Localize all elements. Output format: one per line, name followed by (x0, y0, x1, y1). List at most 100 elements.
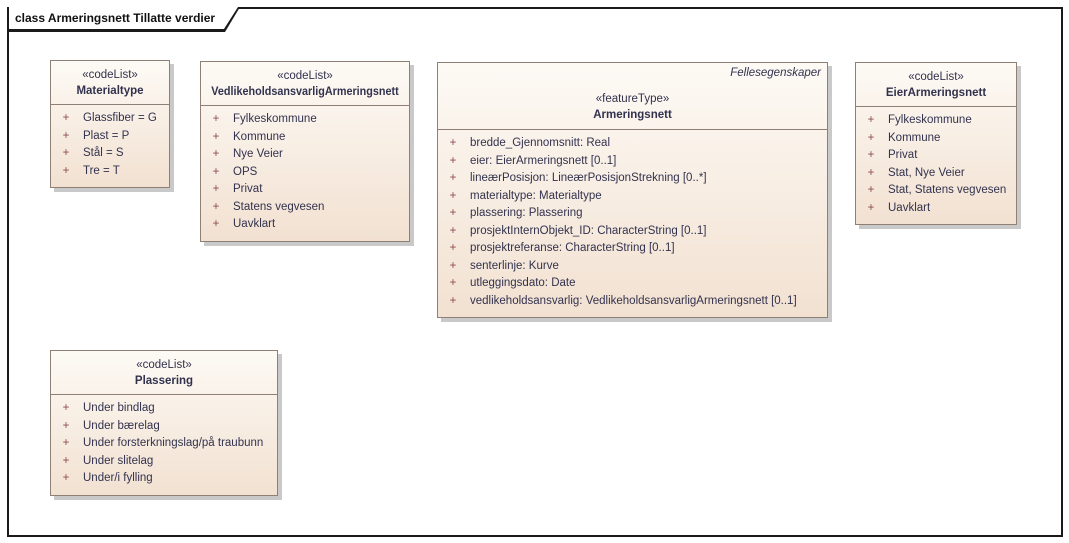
codelist-item: + Tre = T (51, 163, 169, 181)
diagram-title: class Armeringsnett Tillatte verdier (15, 11, 216, 25)
attribute-list: +Fylkeskommune +Kommune +Nye Veier +OPS … (201, 106, 409, 241)
visibility-plus: + (212, 200, 220, 213)
class-name: Materialtype (76, 85, 144, 97)
attribute-text: lineærPosisjon: LineærPosisjonStrekning … (470, 172, 707, 184)
visibility-plus: + (867, 184, 875, 196)
item-text: Under slitelag (83, 454, 154, 467)
stereotype-label: «featureType» (595, 93, 670, 105)
class-box-vedlikeholdsansvarlig-armeringsnett: «codeList» VedlikeholdsansvarligArmering… (200, 61, 410, 242)
visibility-plus: + (62, 402, 70, 414)
attribute-row: +utleggingsdato: Date (438, 275, 827, 293)
codelist-item: +Glassfiber = G (51, 110, 169, 128)
item-text: Privat (233, 183, 263, 195)
item-text: Plast = P (83, 129, 130, 142)
attribute-text: plassering: Plassering (470, 207, 583, 219)
class-header: «codeList» VedlikeholdsansvarligArmering… (201, 62, 409, 106)
package-banner: Fellesegenskaper (730, 67, 821, 79)
visibility-plus: + (449, 137, 457, 149)
attribute-list: +Under bindlag +Under bærelag +Under for… (51, 395, 277, 495)
visibility-plus: + (867, 149, 875, 161)
stereotype-label: «codeList» (277, 70, 333, 82)
codelist-item: + Statens vegvesen (201, 199, 409, 217)
visibility-plus: + (449, 154, 457, 167)
class-box-armeringsnett: Fellesegenskaper «featureType» Armerings… (437, 62, 828, 318)
attribute-text: vedlikeholdsansvarlig: Vedlikeholdsansva… (470, 294, 797, 307)
class-header: «codeList» EierArmeringsnett (856, 63, 1016, 107)
attribute-row: +prosjektreferanse: CharacterString [0..… (438, 240, 827, 258)
item-text: Uavklart (233, 218, 276, 230)
attribute-text: prosjektInternObjekt_ID: CharacterString… (470, 224, 707, 237)
visibility-plus: + (212, 148, 220, 160)
class-box-plassering: «codeList» Plassering +Under bindlag +Un… (50, 350, 278, 496)
codelist-item: + Stat, Statens vegvesen (856, 182, 1016, 200)
visibility-plus: + (212, 130, 220, 143)
visibility-plus: + (62, 147, 70, 159)
diagram-title-tab: class Armeringsnett Tillatte verdier (7, 7, 240, 32)
visibility-plus: + (867, 114, 875, 126)
codelist-item: + Under bærelag (51, 418, 277, 436)
codelist-item: + Fylkeskommune (201, 111, 409, 129)
attribute-row: +bredde_Gjennomsnitt: Real (438, 135, 827, 153)
item-text: Under bindlag (83, 402, 155, 414)
item-text: Stål = S (83, 147, 124, 159)
class-header: «featureType» Armeringsnett (438, 81, 827, 130)
class-name: VedlikeholdsansvarligArmeringsnett (211, 86, 399, 98)
attribute-row: + vedlikeholdsansvarlig: Vedlikeholdsansv… (438, 293, 827, 311)
attribute-row: + eier: EierArmeringsnett [0..1] (438, 153, 827, 171)
attribute-row: + prosjektInternObjekt_ID: CharacterStrin… (438, 223, 827, 241)
item-text: Stat, Statens vegvesen (888, 184, 1007, 196)
stereotype-label: «codeList» (82, 69, 138, 81)
codelist-item: + Privat (856, 147, 1016, 165)
class-box-materialtype: «codeList» Materialtype +Glassfiber = G … (50, 60, 170, 188)
item-text: Nye Veier (233, 148, 283, 160)
item-text: Statens vegvesen (233, 200, 325, 213)
visibility-plus: + (212, 183, 220, 195)
visibility-plus: + (212, 113, 220, 125)
visibility-plus: + (449, 259, 457, 272)
stereotype-label: «codeList» (136, 359, 192, 371)
class-name: EierArmeringsnett (885, 87, 987, 99)
visibility-plus: + (867, 201, 875, 214)
attribute-list: +Glassfiber = G + Plast = P + Stål = S + Tr… (51, 105, 169, 187)
visibility-plus: + (449, 207, 457, 219)
item-text: OPS (233, 165, 258, 178)
visibility-plus: + (62, 472, 70, 484)
visibility-plus: + (449, 294, 457, 307)
codelist-item: +Kommune (201, 129, 409, 147)
attribute-row: + materialtype: Materialtype (438, 188, 827, 206)
item-text: Stat, Nye Veier (888, 166, 965, 179)
visibility-plus: + (449, 172, 457, 184)
visibility-plus: + (867, 166, 875, 179)
diagram-title-tab-fill: class Armeringsnett Tillatte verdier (9, 7, 238, 29)
item-text: Under bærelag (83, 419, 160, 432)
item-text: Fylkeskommune (888, 114, 972, 126)
attribute-row: + lineærPosisjon: LineærPosisjonStrekning… (438, 170, 827, 188)
codelist-item: + Stål = S (51, 145, 169, 163)
visibility-plus: + (62, 164, 70, 177)
attribute-row: + plassering: Plassering (438, 205, 827, 223)
visibility-plus: + (62, 129, 70, 142)
visibility-plus: + (62, 419, 70, 432)
attribute-text: materialtype: Materialtype (470, 189, 602, 202)
attribute-text: eier: EierArmeringsnett [0..1] (470, 154, 617, 167)
visibility-plus: + (449, 189, 457, 202)
attribute-list: +Fylkeskommune +Kommune +Privat +Stat, N… (856, 107, 1016, 224)
visibility-plus: + (449, 242, 457, 254)
class-box-eier-armeringsnett: «codeList» EierArmeringsnett + Fylkeskomm… (855, 62, 1017, 225)
item-text: Glassfiber = G (83, 112, 157, 124)
item-text: Privat (888, 149, 918, 161)
codelist-item: + Plast = P (51, 128, 169, 146)
codelist-item: + Fylkeskommune (856, 112, 1016, 130)
visibility-plus: + (449, 224, 457, 237)
attribute-list: +bredde_Gjennomsnitt: Real + eier: EierAr… (438, 130, 827, 317)
item-text: Fylkeskommune (233, 113, 317, 125)
attribute-text: utleggingsdato: Date (470, 277, 576, 289)
codelist-item: +Uavklart (856, 200, 1016, 218)
class-header: «codeList» Materialtype (51, 61, 169, 105)
attribute-row: +senterlinje: Kurve (438, 258, 827, 276)
item-text: Tre = T (83, 164, 120, 177)
visibility-plus: + (212, 165, 220, 178)
visibility-plus: + (212, 218, 220, 230)
codelist-item: + Under bindlag (51, 400, 277, 418)
visibility-plus: + (62, 437, 70, 449)
